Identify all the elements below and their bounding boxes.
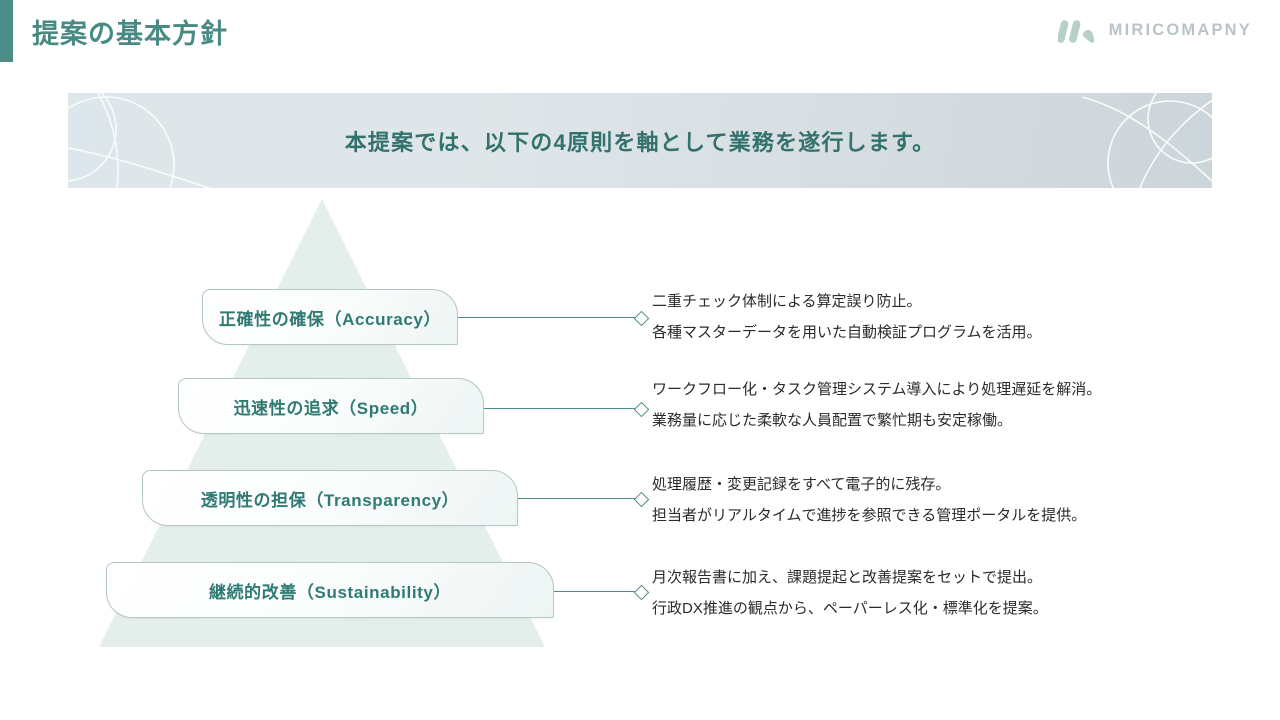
principle-pill-label: 継続的改善（Sustainability） (208, 582, 452, 602)
principle-description-sustainability: 月次報告書に加え、課題提起と改善提案をセットで提出。 行政DX推進の観点から、ペ… (652, 562, 1048, 624)
connector-marker-accuracy (633, 310, 650, 327)
principle-description-line: 処理履歴・変更記録をすべて電子的に残存。 (652, 476, 951, 493)
brand-name: MIRICOMAPNY (1108, 20, 1252, 39)
brand-logo: MIRICOMAPNY (1057, 14, 1252, 46)
principle-pill-accuracy[interactable]: 正確性の確保（Accuracy） (202, 289, 458, 345)
principle-pill-label: 迅速性の追求（Speed） (233, 398, 429, 418)
principle-description-line: 担当者がリアルタイムで進捗を参照できる管理ポータルを提供。 (652, 507, 1087, 524)
miricomapny-logo-mark-icon (1057, 20, 1094, 43)
principle-description-line: 二重チェック体制による算定誤り防止。 (652, 293, 922, 310)
headline-banner: 本提案では、以下の4原則を軸として業務を遂行します。 (68, 93, 1212, 188)
connector-marker-sustainability (633, 584, 650, 601)
principle-description-line: 業務量に応じた柔軟な人員配置で繁忙期も安定稼働。 (652, 412, 1013, 429)
connector-line-transparency (518, 498, 640, 499)
connector-marker-transparency (633, 491, 650, 508)
connector-line-sustainability (554, 591, 640, 592)
page-title: 提案の基本方針 (32, 19, 228, 49)
connector-line-accuracy (458, 317, 640, 318)
connector-marker-speed (633, 401, 650, 418)
principle-description-speed: ワークフロー化・タスク管理システム導入により処理遅延を解消。 業務量に応じた柔軟… (652, 374, 1101, 436)
connector-line-speed (484, 408, 640, 409)
principle-pill-speed[interactable]: 迅速性の追求（Speed） (178, 378, 484, 434)
principle-description-line: 月次報告書に加え、課題提起と改善提案をセットで提出。 (652, 569, 1043, 586)
principle-pill-label: 透明性の担保（Transparency） (200, 490, 460, 510)
principle-description-line: 行政DX推進の観点から、ペーパーレス化・標準化を提案。 (652, 600, 1048, 617)
principle-pill-label: 正確性の確保（Accuracy） (218, 309, 442, 329)
principle-pill-transparency[interactable]: 透明性の担保（Transparency） (142, 470, 518, 526)
principle-description-accuracy: 二重チェック体制による算定誤り防止。 各種マスターデータを用いた自動検証プログラ… (652, 286, 1042, 348)
principle-description-line: ワークフロー化・タスク管理システム導入により処理遅延を解消。 (652, 381, 1102, 398)
principle-pill-sustainability[interactable]: 継続的改善（Sustainability） (106, 562, 554, 618)
header-accent-bar (0, 0, 13, 62)
principle-description-line: 各種マスターデータを用いた自動検証プログラムを活用。 (652, 324, 1042, 341)
principle-description-transparency: 処理履歴・変更記録をすべて電子的に残存。 担当者がリアルタイムで進捗を参照できる… (652, 469, 1086, 531)
headline-text: 本提案では、以下の4原則を軸として業務を遂行します。 (344, 129, 936, 155)
